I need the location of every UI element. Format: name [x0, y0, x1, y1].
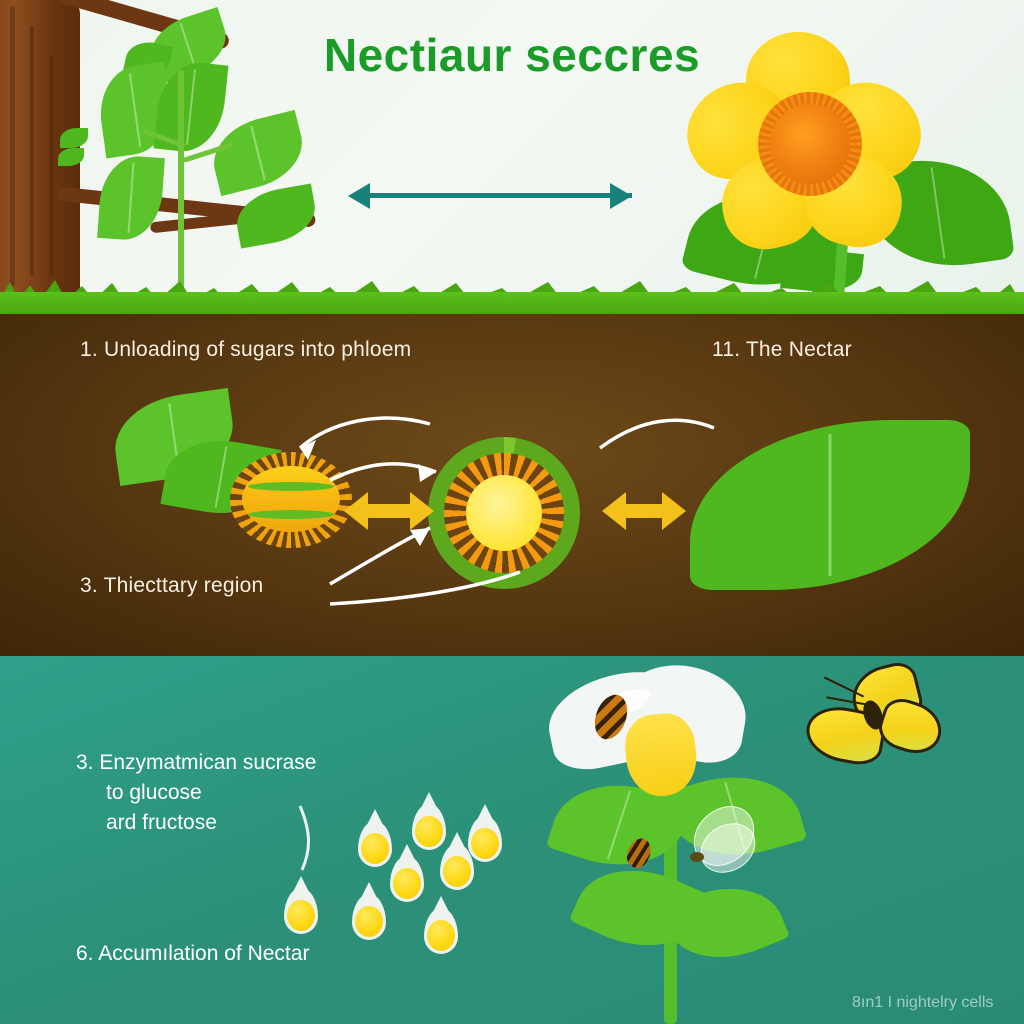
- nectar-droplet: [284, 888, 318, 934]
- yellow-arrow-head-right-icon: [410, 492, 434, 530]
- yellow-arrow-head-left2-icon: [602, 492, 626, 530]
- teal-band: 3. Enzymatmican sucrase to glucose ard f…: [0, 655, 1024, 1024]
- plant-leaf-small: [58, 148, 84, 166]
- flower-center: [770, 104, 850, 184]
- ground-line: [0, 292, 1024, 314]
- arrow-head-left-icon: [348, 183, 370, 209]
- nectar-droplet: [412, 804, 446, 850]
- double-arrow-shaft: [366, 193, 632, 198]
- teal-curve-svg: [298, 805, 310, 871]
- teal-label-6: 6. Accumılation of Nectar: [76, 942, 310, 965]
- yellow-arrow-head-left-icon: [344, 492, 368, 530]
- teal-label-3-line1: 3. Enzymatmican sucrase: [76, 751, 317, 774]
- gland-stripe: [248, 482, 334, 491]
- teal-label-3: 3. Enzymatmican sucrase to glucose ard f…: [76, 748, 316, 838]
- yellow-arrow-shaft-left: [364, 504, 410, 518]
- soil-label-3: 3. Thiecttary region: [80, 574, 264, 597]
- nectar-droplet: [468, 816, 502, 862]
- nectar-droplet: [390, 856, 424, 902]
- yellow-arrow-shaft-right: [622, 504, 662, 518]
- soil-band: 1. Unloading of sugars into phloem 11. T…: [0, 314, 1024, 748]
- nectary-gland-body: [242, 466, 340, 532]
- teal-caption: 8ın1 I nightelry cells: [852, 994, 994, 1011]
- plant-leaf: [232, 183, 320, 249]
- nectar-droplet: [424, 908, 458, 954]
- plant-leaf-small: [60, 128, 88, 148]
- soil-label-1: 1. Unloading of sugars into phloem: [80, 338, 412, 361]
- nectar-droplet: [352, 894, 386, 940]
- white-arrows-svg: [298, 416, 715, 606]
- soil-label-11: 11. The Nectar: [712, 338, 852, 361]
- teal-label-3-line2: to glucose: [106, 781, 202, 804]
- yellow-arrow-head-right2-icon: [662, 492, 686, 530]
- nectary-cell-core: [466, 475, 542, 551]
- top-band-scene: Nectiaur seccres: [0, 0, 1024, 314]
- plant-stem: [178, 70, 184, 298]
- lacewing-body-icon: [690, 852, 704, 862]
- nectar-droplet: [440, 844, 474, 890]
- plant-leaf: [205, 109, 311, 197]
- page-title: Nectiaur seccres: [323, 29, 701, 81]
- arrow-head-right-icon: [610, 183, 632, 209]
- gland-stripe: [248, 510, 334, 519]
- teal-label-3-line3: ard fructose: [106, 811, 217, 834]
- nectar-droplet: [358, 821, 392, 867]
